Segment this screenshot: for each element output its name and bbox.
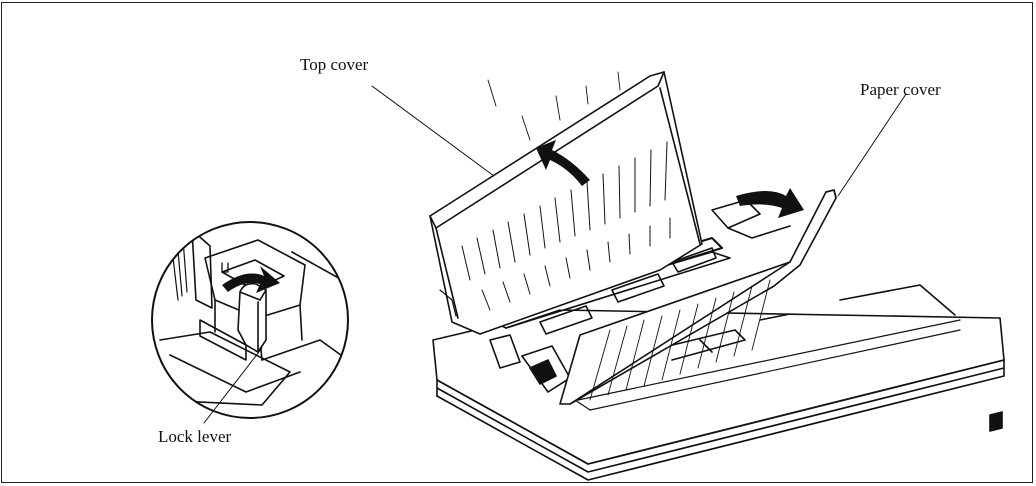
lift-arrow-icon (536, 140, 590, 186)
open-arrow-icon (736, 188, 804, 218)
top-cover-label: Top cover (300, 55, 369, 74)
top-cover (429, 71, 703, 335)
rotation-arrow-icon (222, 266, 280, 293)
lock-lever-label: Lock lever (158, 427, 232, 446)
paper-cover-label: Paper cover (860, 80, 941, 99)
lock-lever-leader (203, 347, 263, 424)
paper-cover-leader (837, 93, 907, 197)
top-cover-leader (371, 85, 495, 177)
lock-lever-detail-circle (151, 221, 349, 419)
paper-cover (559, 188, 837, 405)
